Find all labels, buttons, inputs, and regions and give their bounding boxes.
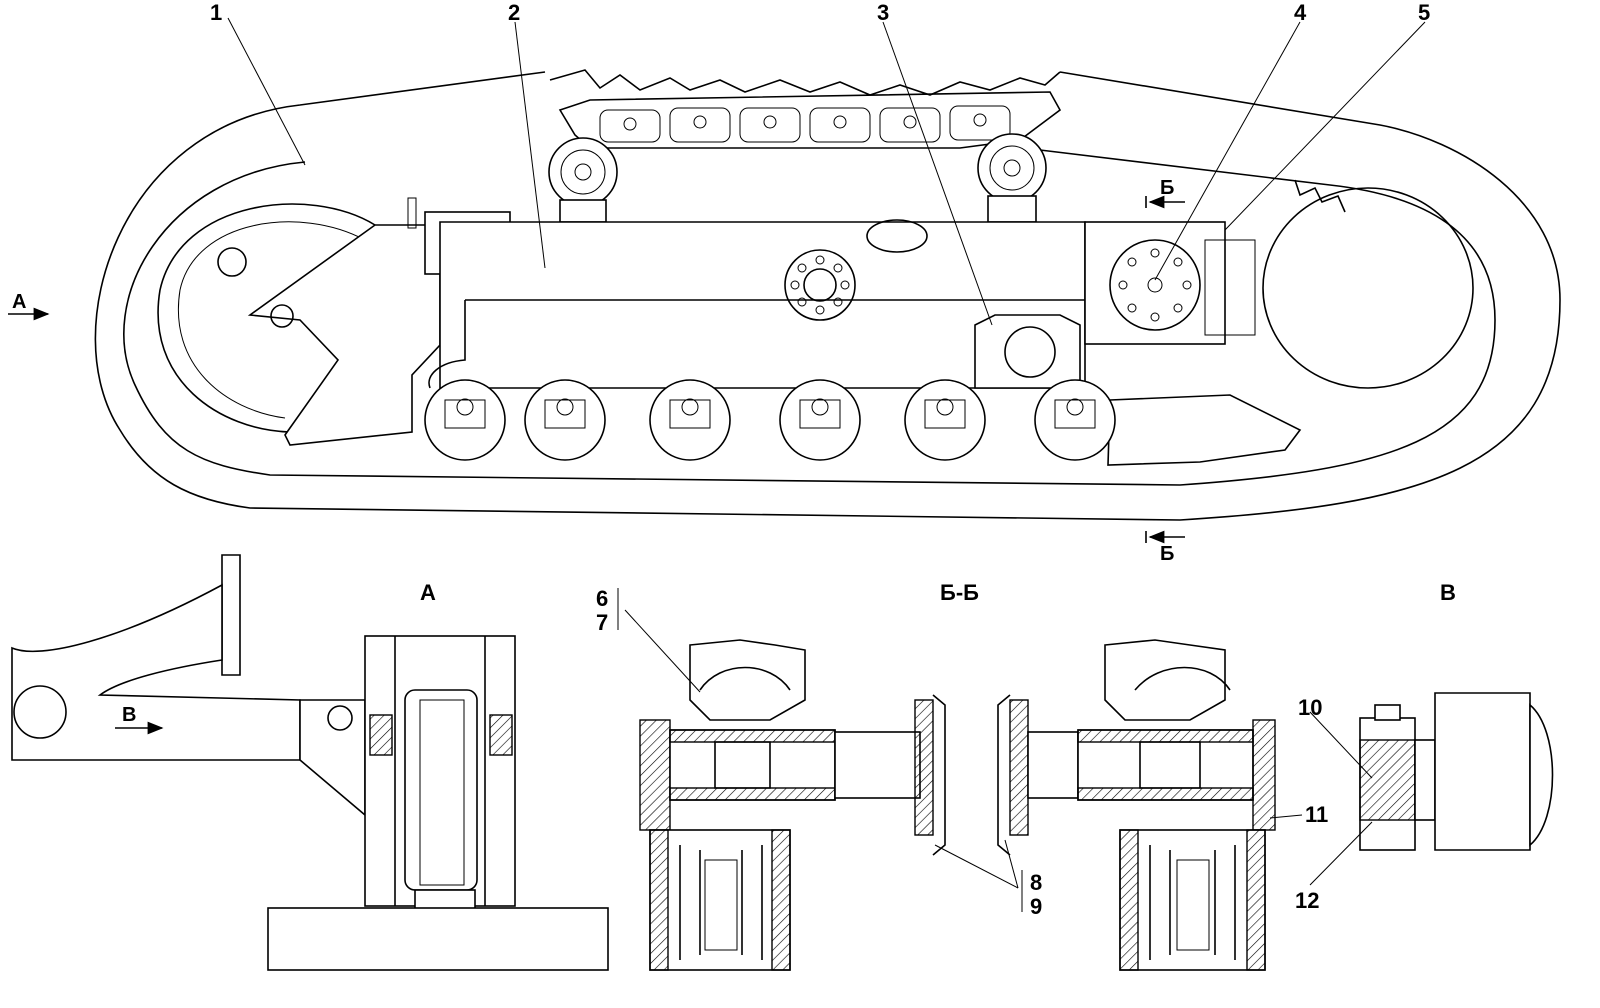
section-mark-top: Б: [1145, 177, 1185, 209]
view-a: А В: [11, 554, 609, 971]
idler-wheel: [157, 203, 376, 433]
track-belt-inner: [123, 149, 1496, 486]
section-mark-bottom: Б: [1145, 530, 1185, 565]
section-left-assembly: [639, 639, 946, 971]
callout-8: 8: [1030, 870, 1042, 895]
track-roller-5: [904, 379, 986, 461]
view-a-arrow-label: А: [12, 291, 26, 313]
track-rollers: [424, 379, 1116, 461]
callout-1: 1: [210, 0, 222, 25]
section-b-b: Б-Б: [596, 580, 1328, 971]
svg-text:Б: Б: [1160, 543, 1174, 565]
carrier-roller-left: [548, 137, 618, 223]
section-title: Б-Б: [940, 580, 979, 605]
callout-10: 10: [1298, 695, 1322, 720]
callout-12: 12: [1295, 888, 1319, 913]
track-roller-4: [779, 379, 861, 461]
track-belt-outer: [94, 71, 1561, 521]
callout-3: 3: [877, 0, 889, 25]
section-right-assembly: [997, 639, 1276, 971]
callout-9: 9: [1030, 894, 1042, 919]
view-v: В 10 12: [1295, 580, 1554, 913]
track-roller-3: [649, 379, 731, 461]
callout-7: 7: [596, 610, 608, 635]
callout-11: 11: [1305, 802, 1328, 827]
callout-2: 2: [508, 0, 520, 25]
callout-6: 6: [596, 586, 608, 611]
track-chain-top: [549, 69, 1062, 149]
track-roller-1: [424, 379, 506, 461]
sprocket: [1262, 179, 1474, 389]
track-roller-6: [1034, 379, 1116, 461]
leader-lines: [227, 17, 1426, 326]
section-leaders: [617, 588, 1303, 912]
track-roller-2: [524, 379, 606, 461]
main-side-view: 1 2 3 4 5 А Б Б: [8, 0, 1561, 565]
view-v-arrow-label: В: [122, 704, 136, 726]
lower-guard: [1107, 394, 1302, 466]
carrier-roller-right: [977, 133, 1047, 223]
svg-text:Б: Б: [1160, 177, 1174, 199]
callout-5: 5: [1418, 0, 1430, 25]
view-v-title: В: [1440, 580, 1456, 605]
view-a-title: А: [420, 580, 436, 605]
callout-4: 4: [1294, 0, 1307, 25]
drive-hub: [1084, 221, 1256, 345]
track-frame-beam: [428, 219, 1086, 389]
